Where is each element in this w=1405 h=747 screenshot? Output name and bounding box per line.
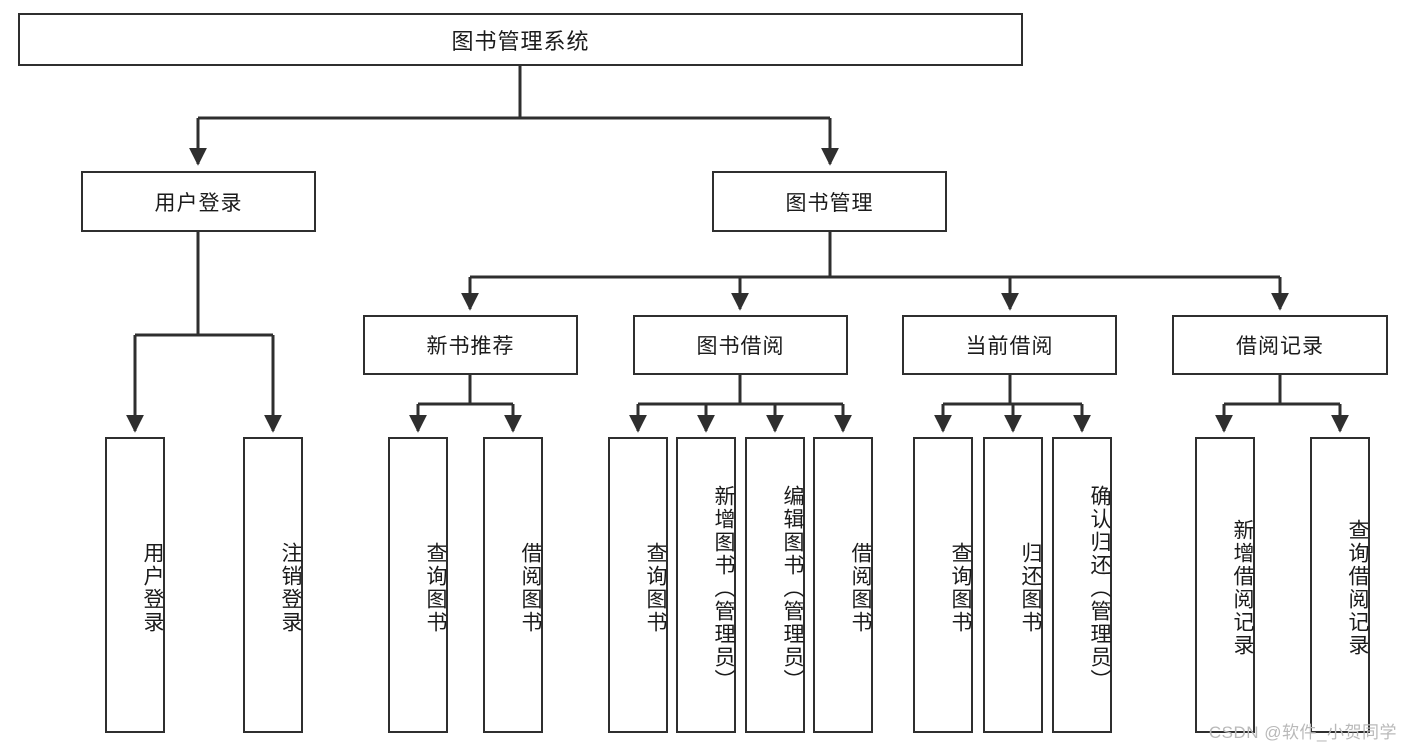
node-label: 图书管理: [785, 191, 874, 215]
node-new-book-recommend[interactable]: 新书推荐: [363, 315, 578, 375]
node-book-management[interactable]: 图书管理: [712, 171, 947, 232]
node-label: 新增图书（管理员）: [712, 484, 735, 692]
leaf-user-login-logout[interactable]: 注销登录: [243, 437, 303, 733]
node-label: 新书推荐: [426, 335, 515, 358]
watermark: CSDN @软件_小贺同学: [1208, 723, 1397, 742]
node-label: 查询图书: [424, 542, 447, 634]
leaf-current-query-book[interactable]: 查询图书: [913, 437, 973, 733]
node-label: 借阅记录: [1236, 335, 1324, 358]
node-label: 当前借阅: [965, 335, 1054, 358]
node-user-login[interactable]: 用户登录: [81, 171, 316, 232]
leaf-user-login-login[interactable]: 用户登录: [105, 437, 165, 733]
node-label: 查询图书: [644, 542, 667, 634]
node-label: 图书管理系统: [451, 28, 590, 54]
node-label: 借阅图书: [519, 542, 542, 634]
node-label: 编辑图书（管理员）: [781, 484, 804, 692]
node-current-borrow[interactable]: 当前借阅: [902, 315, 1117, 375]
node-book-borrow[interactable]: 图书借阅: [633, 315, 848, 375]
leaf-current-confirm-return[interactable]: 确认归还（管理员）: [1052, 437, 1112, 733]
node-label: 用户登录: [141, 542, 164, 634]
leaf-current-return-book[interactable]: 归还图书: [983, 437, 1043, 733]
node-label: 查询借阅记录: [1346, 519, 1369, 657]
leaf-recommend-query-book[interactable]: 查询图书: [388, 437, 448, 733]
node-root-system[interactable]: 图书管理系统: [18, 13, 1023, 66]
node-label: 用户登录: [154, 191, 243, 215]
node-label: 借阅图书: [849, 542, 872, 634]
node-label: 确认归还（管理员）: [1088, 484, 1111, 692]
leaf-borrow-borrow-book[interactable]: 借阅图书: [813, 437, 873, 733]
leaf-record-add-record[interactable]: 新增借阅记录: [1195, 437, 1255, 733]
node-label: 归还图书: [1019, 542, 1042, 634]
node-label: 查询图书: [949, 542, 972, 634]
node-label: 图书借阅: [696, 335, 785, 358]
leaf-borrow-query-book[interactable]: 查询图书: [608, 437, 668, 733]
leaf-recommend-borrow-book[interactable]: 借阅图书: [483, 437, 543, 733]
leaf-borrow-edit-book[interactable]: 编辑图书（管理员）: [745, 437, 805, 733]
leaf-borrow-add-book[interactable]: 新增图书（管理员）: [676, 437, 736, 733]
leaf-record-query-record[interactable]: 查询借阅记录: [1310, 437, 1370, 733]
node-borrow-record[interactable]: 借阅记录: [1172, 315, 1388, 375]
node-label: 新增借阅记录: [1231, 519, 1254, 657]
node-label: 注销登录: [279, 542, 302, 634]
